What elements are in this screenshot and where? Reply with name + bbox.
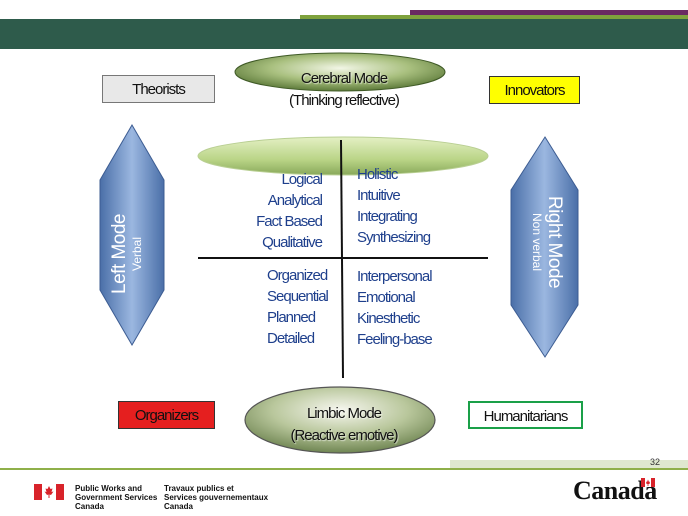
- quadrant-word: Intuitive: [357, 187, 401, 204]
- humanitarians-box: Humanitarians: [468, 401, 583, 429]
- quadrant-word: Holistic: [357, 166, 398, 183]
- quadrant-word: Interpersonal: [357, 268, 433, 285]
- quadrant-word: Emotional: [357, 289, 416, 306]
- canada-flag-icon: [34, 484, 64, 500]
- quadrant-word: Kinesthetic: [357, 310, 420, 327]
- header-stripe-green: [300, 15, 688, 20]
- left-mode-arrow: [99, 124, 165, 346]
- quadrant-word: Detailed: [267, 330, 315, 347]
- wordmark-flag-icon: [641, 478, 655, 487]
- footer-accent: [450, 460, 688, 468]
- quadrant-word: Feeling-base: [357, 331, 433, 348]
- footer-line: Canada: [164, 502, 193, 511]
- quadrant-word: Analytical: [267, 192, 323, 209]
- cerebral-mode-label: Cerebral Mode (Thinking reflective): [260, 68, 428, 112]
- quadrant-word: Logical: [281, 171, 323, 188]
- quadrant-word: Sequential: [267, 288, 329, 305]
- center-ellipse: [197, 136, 489, 176]
- quadrant-bottom-left: Organized Sequential Planned Detailed: [267, 265, 329, 349]
- organizers-box: Organizers: [118, 401, 215, 429]
- cerebral-mode-title: Cerebral Mode: [300, 70, 388, 87]
- innovators-box: Innovators: [489, 76, 580, 104]
- header-band: [0, 19, 688, 49]
- limbic-ellipse: [244, 386, 436, 454]
- footer-department-english: Public Works and Government Services Can…: [75, 484, 157, 511]
- right-mode-subtitle: Non verbal: [530, 213, 544, 271]
- left-mode-title: Left Mode: [109, 214, 130, 294]
- quadrant-word: Organized: [267, 267, 328, 284]
- page-number: 32: [650, 457, 661, 467]
- limbic-mode-label: Limbic Mode (Reactive emotive): [260, 403, 428, 447]
- footer-divider: [0, 468, 688, 470]
- quadrant-word: Planned: [267, 309, 316, 326]
- quadrant-bottom-right: Interpersonal Emotional Kinesthetic Feel…: [357, 266, 433, 350]
- footer-line: Canada: [75, 502, 104, 511]
- footer-line: Services gouvernementaux: [164, 493, 269, 502]
- theorists-box: Theorists: [102, 75, 215, 103]
- limbic-mode-subtitle: (Reactive emotive): [290, 427, 398, 444]
- quadrant-top-left: Logical Analytical Fact Based Qualitativ…: [230, 169, 323, 253]
- right-mode-title: Right Mode: [544, 196, 565, 288]
- limbic-mode-title: Limbic Mode: [306, 405, 382, 422]
- quadrant-top-right: Holistic Intuitive Integrating Synthesiz…: [357, 164, 431, 248]
- quadrant-word: Synthesizing: [357, 229, 431, 246]
- right-mode-arrow: [510, 136, 579, 358]
- quadrant-word: Qualitative: [262, 234, 323, 251]
- quadrant-word: Integrating: [357, 208, 418, 225]
- footer-line: Public Works and: [75, 484, 142, 493]
- cerebral-ellipse: [234, 52, 446, 92]
- left-mode-subtitle: Verbal: [130, 237, 144, 271]
- footer-line: Government Services: [75, 493, 158, 502]
- footer-department-french: Travaux publics et Services gouvernement…: [164, 484, 268, 511]
- footer-line: Travaux publics et: [164, 484, 234, 493]
- header-stripe-purple: [410, 10, 688, 16]
- cerebral-mode-subtitle: (Thinking reflective): [289, 92, 400, 109]
- quadrant-word: Fact Based: [256, 213, 323, 230]
